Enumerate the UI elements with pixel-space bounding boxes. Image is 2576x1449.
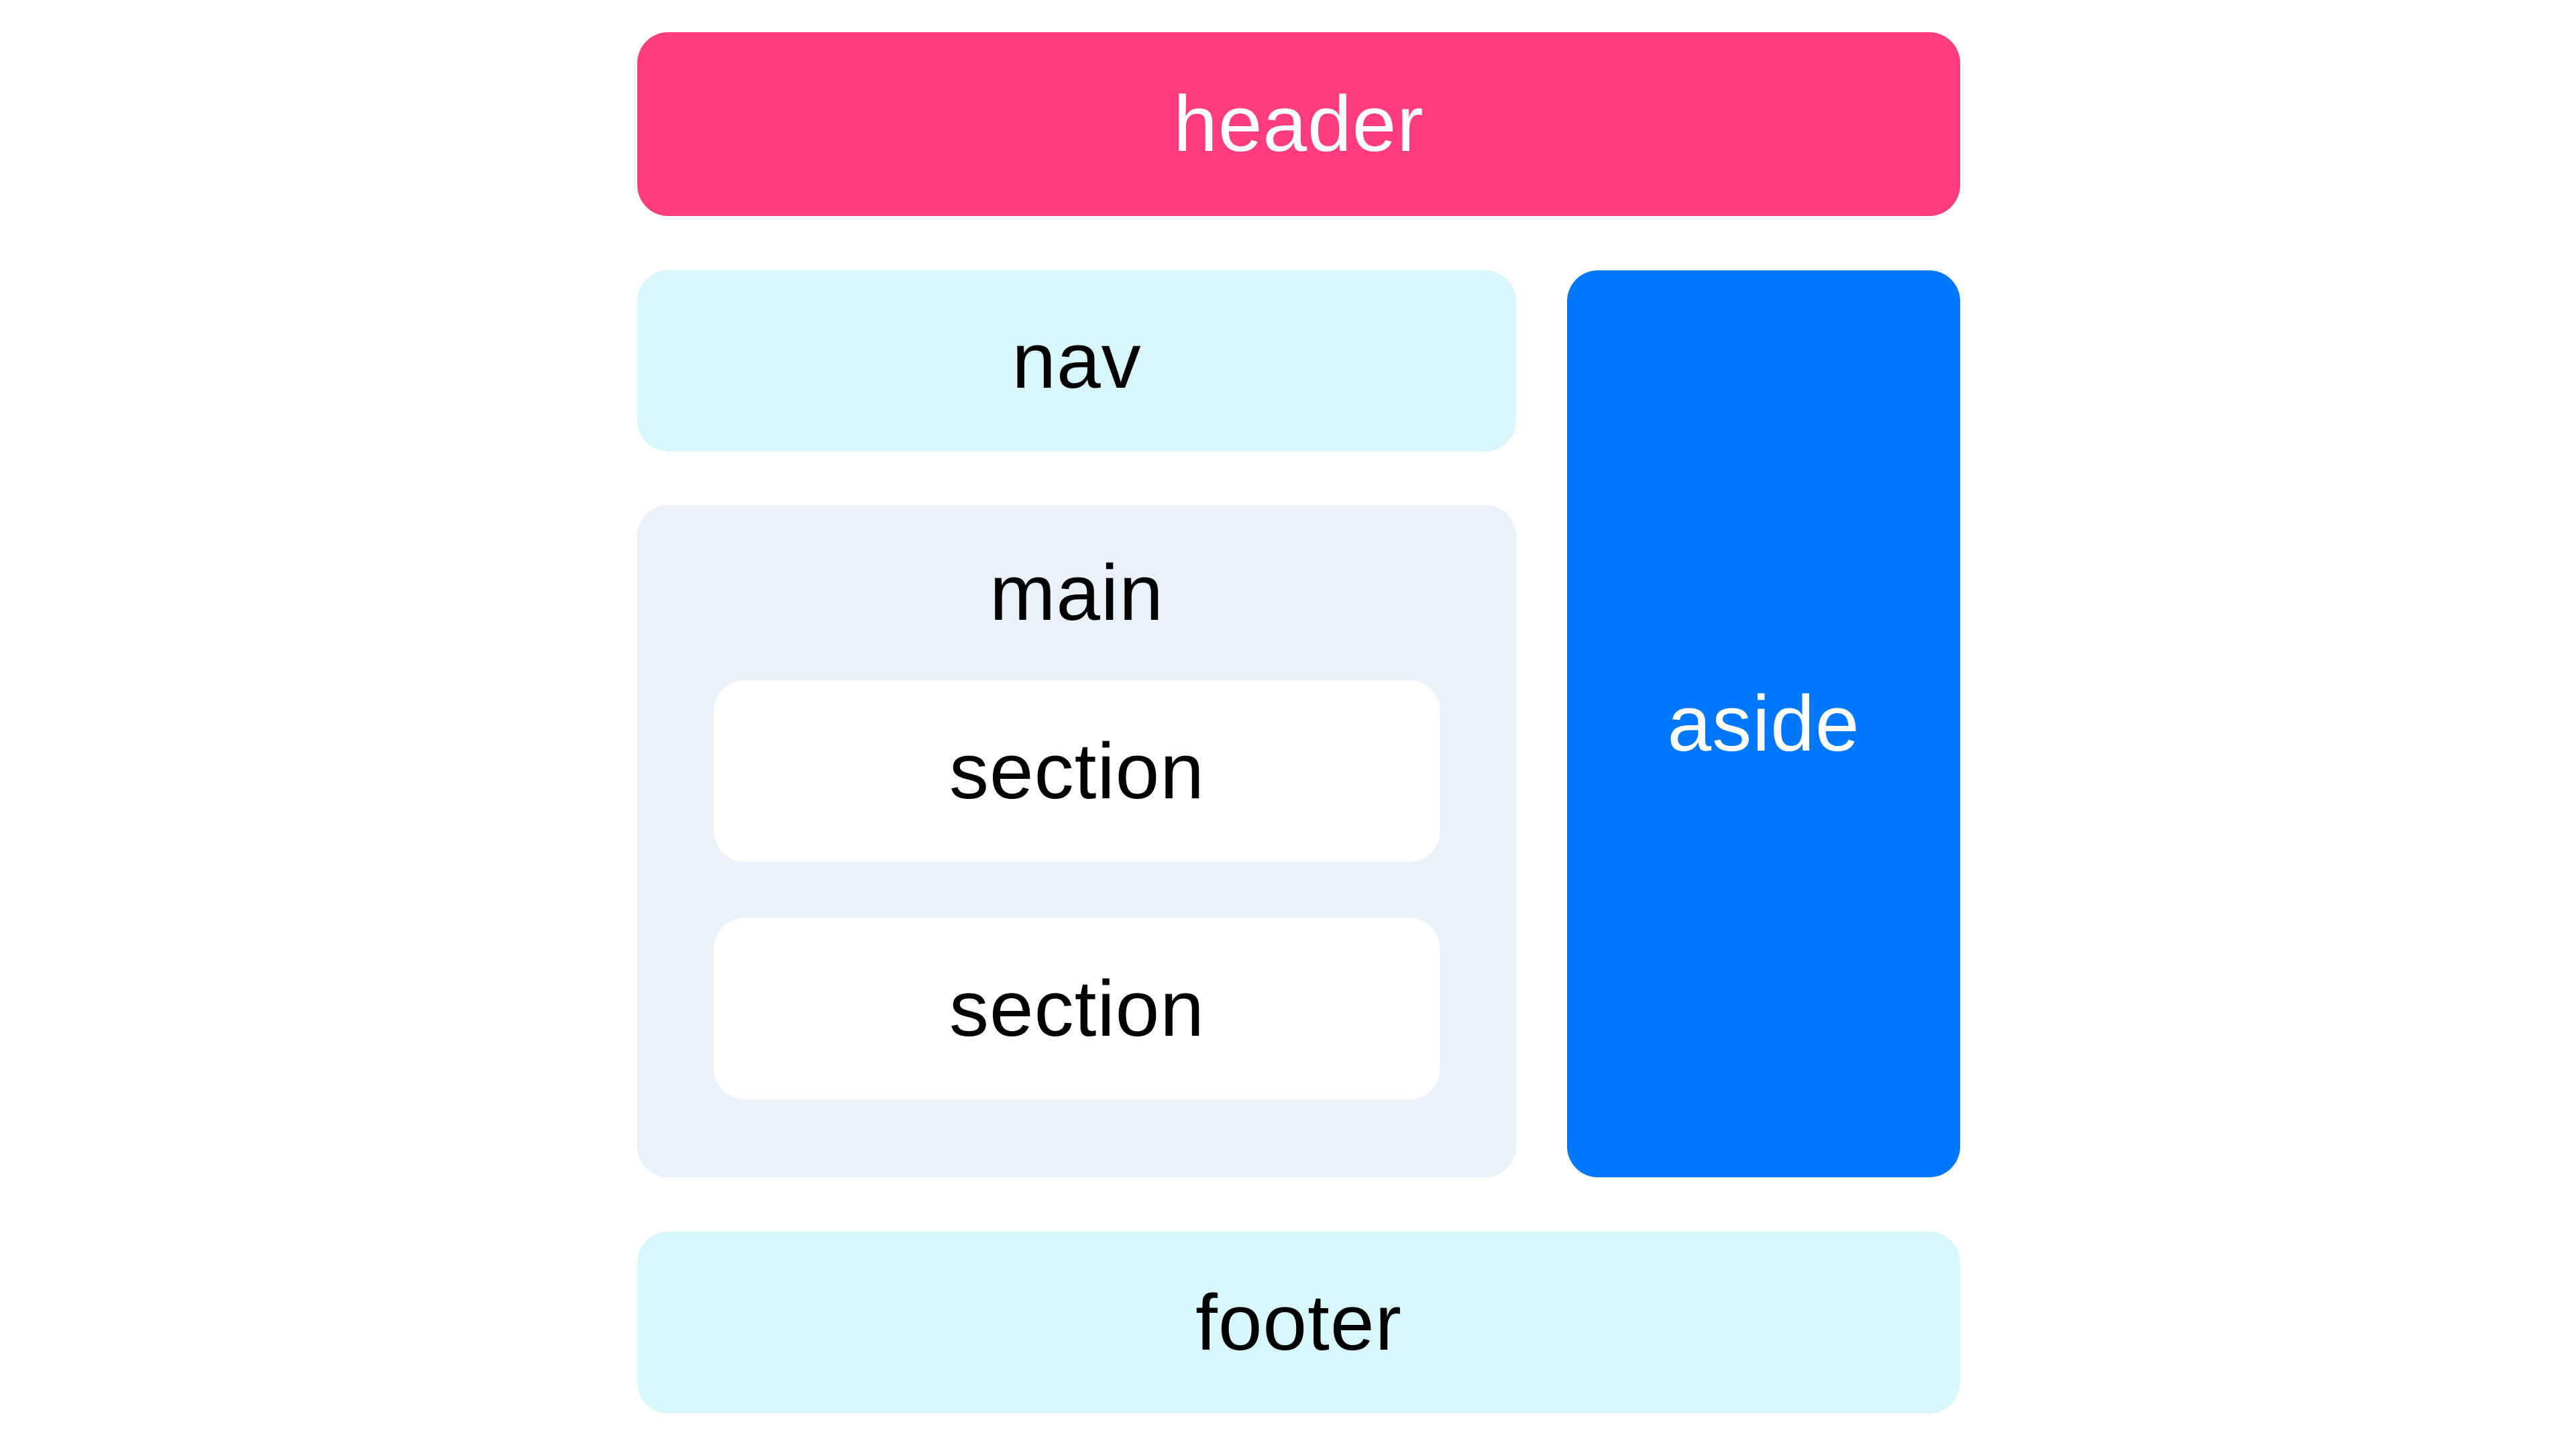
footer-label: footer [1195,1278,1402,1367]
section-box-1: section [714,680,1440,862]
nav-box: nav [637,270,1516,451]
section-2-label: section [949,964,1205,1053]
header-box: header [637,32,1960,216]
aside-label: aside [1667,680,1860,768]
aside-box: aside [1567,270,1960,1177]
section-box-2: section [714,918,1440,1099]
main-box: main section section [637,505,1516,1177]
section-1-label: section [949,727,1205,816]
main-label-zone: main [637,505,1516,680]
footer-box: footer [637,1232,1960,1413]
header-label: header [1173,80,1424,168]
main-label: main [989,548,1164,637]
nav-label: nav [1012,317,1142,405]
